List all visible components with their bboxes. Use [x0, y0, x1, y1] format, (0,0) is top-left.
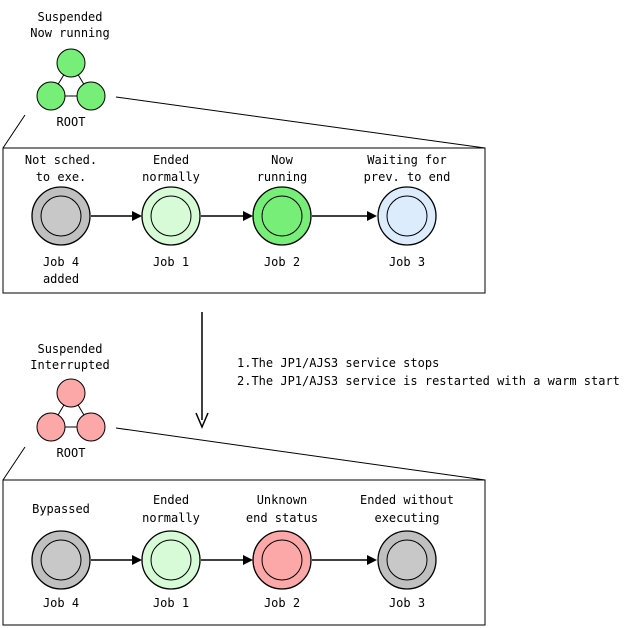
- bottom-job-2: Unknown end status Job 2: [246, 493, 318, 610]
- job-status-line-1: Bypassed: [32, 502, 90, 516]
- job-status-line-2: prev. to end: [364, 170, 451, 184]
- top-flow-arrow: [201, 211, 253, 221]
- bottom-root-status-line-2: Interrupted: [30, 358, 109, 372]
- job-status-line-2: normally: [142, 170, 200, 184]
- top-job-1: Ended normally Job 1: [141, 153, 201, 269]
- top-jobnet-frame: [2, 147, 486, 294]
- job-status-line-2: normally: [142, 511, 200, 525]
- job-label-line-1: Job 2: [264, 255, 300, 269]
- step-2-text: 2.The JP1/AJS3 service is restarted with…: [237, 374, 620, 388]
- step-1-text: 1.The JP1/AJS3 service stops: [237, 356, 439, 370]
- root-node: [36, 81, 66, 111]
- top-root-status-line-2: Now running: [30, 26, 109, 40]
- job-node-inner: [386, 195, 428, 237]
- bottom-job-4: Bypassed Job 4: [31, 502, 91, 610]
- bottom-jobnet-frame: [2, 479, 486, 626]
- top-root-jobnet-icon: [36, 48, 106, 111]
- top-job-4: Not sched. to exe. Job 4 added: [25, 153, 97, 286]
- bottom-zoom-line-right: [115, 427, 486, 481]
- top-job-2: Now running Job 2: [252, 153, 312, 269]
- bottom-root-status-line-1: Suspended: [37, 342, 102, 356]
- job-label-line-1: Job 2: [264, 596, 300, 610]
- job-label-line-1: Job 1: [153, 596, 189, 610]
- root-node: [76, 81, 106, 111]
- bottom-root-jobnet-icon: [36, 378, 106, 442]
- job-status-line-1: Now: [271, 153, 293, 167]
- job-node-inner: [40, 195, 82, 237]
- job-node-inner: [150, 195, 192, 237]
- bottom-zoom-line-left: [2, 446, 26, 481]
- top-job-3: Waiting for prev. to end Job 3: [364, 153, 451, 269]
- job-label-line-1: Job 3: [389, 596, 425, 610]
- top-zoom-line-left: [2, 114, 26, 149]
- top-zoom-line-right: [115, 96, 486, 149]
- job-status-line-1: Ended without: [360, 493, 454, 507]
- transition-arrow-head: [195, 412, 209, 429]
- job-status-line-2: executing: [374, 511, 439, 525]
- top-section: Suspended Now running ROOT Not sched. to…: [2, 10, 486, 294]
- bottom-section: Suspended Interrupted ROOT Bypassed Job …: [2, 342, 486, 626]
- job-node-inner: [261, 195, 303, 237]
- bottom-flow-arrow: [201, 555, 253, 565]
- job-node-inner: [150, 539, 192, 581]
- job-status-line-2: running: [257, 170, 308, 184]
- job-status-line-2: to exe.: [36, 170, 87, 184]
- bottom-root-label: ROOT: [57, 446, 86, 460]
- job-status-line-1: Not sched.: [25, 153, 97, 167]
- job-status-line-2: end status: [246, 511, 318, 525]
- bottom-job-1: Ended normally Job 1: [141, 493, 201, 610]
- job-label-line-1: Job 1: [153, 255, 189, 269]
- bottom-flow-arrow: [91, 555, 142, 565]
- root-node: [36, 412, 66, 442]
- root-node: [76, 412, 106, 442]
- job-node-inner: [386, 539, 428, 581]
- job-node-inner: [261, 539, 303, 581]
- bottom-job-3: Ended without executing Job 3: [360, 493, 454, 610]
- job-status-line-1: Unknown: [257, 493, 308, 507]
- top-flow-arrow: [312, 211, 377, 221]
- job-node-inner: [40, 539, 82, 581]
- job-label-line-1: Job 4: [43, 255, 79, 269]
- job-status-line-1: Waiting for: [367, 153, 446, 167]
- top-flow-arrow: [91, 211, 142, 221]
- job-label-line-2: added: [43, 272, 79, 286]
- root-node: [56, 48, 86, 78]
- top-root-label: ROOT: [57, 115, 86, 129]
- job-label-line-1: Job 3: [389, 255, 425, 269]
- top-root-status-line-1: Suspended: [37, 10, 102, 24]
- bottom-flow-arrow: [312, 555, 377, 565]
- transition: 1.The JP1/AJS3 service stops 2.The JP1/A…: [195, 312, 620, 429]
- job-label-line-1: Job 4: [43, 596, 79, 610]
- job-status-line-1: Ended: [153, 153, 189, 167]
- job-status-line-1: Ended: [153, 493, 189, 507]
- root-node: [56, 378, 86, 408]
